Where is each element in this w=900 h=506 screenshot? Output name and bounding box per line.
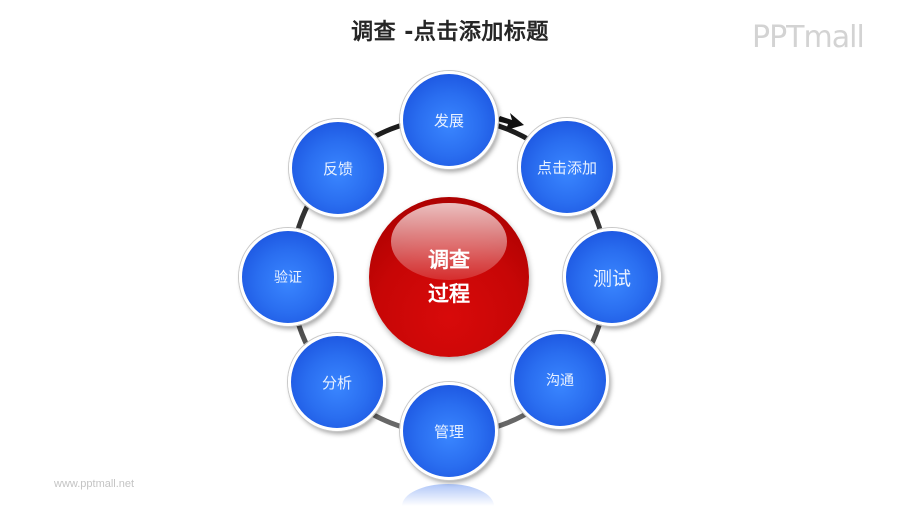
node-label: 管理 [433, 422, 464, 441]
node-label: 验证 [274, 270, 302, 286]
node-feedback[interactable]: 反馈 [289, 119, 387, 217]
center-node[interactable]: 调查 过程 [369, 197, 529, 357]
node-reflection [402, 484, 494, 506]
node-label: 沟通 [546, 373, 574, 389]
node-label: 分析 [321, 373, 352, 392]
page-title: 调查 -点击添加标题 [351, 20, 549, 45]
node-develop[interactable]: 发展 [400, 71, 498, 169]
center-label-line1: 调查 [428, 248, 470, 272]
node-communicate[interactable]: 沟通 [511, 331, 609, 429]
node-label: 点击添加 [536, 158, 597, 177]
node-label: 测试 [592, 267, 631, 290]
center-label-line2: 过程 [428, 282, 470, 306]
node-analyze[interactable]: 分析 [288, 333, 386, 431]
node-label: 发展 [433, 111, 464, 130]
arrow-icon [497, 113, 524, 130]
node-verify[interactable]: 验证 [239, 228, 337, 326]
node-test[interactable]: 测试 [563, 228, 661, 326]
pptmall-logo: PPTmall [752, 20, 865, 55]
gloss-highlight [391, 203, 507, 281]
node-manage[interactable]: 管理 [400, 382, 498, 480]
node-label: 反馈 [322, 159, 353, 178]
site-url: www.pptmall.net [54, 478, 135, 490]
node-click-add[interactable]: 点击添加 [518, 118, 616, 216]
